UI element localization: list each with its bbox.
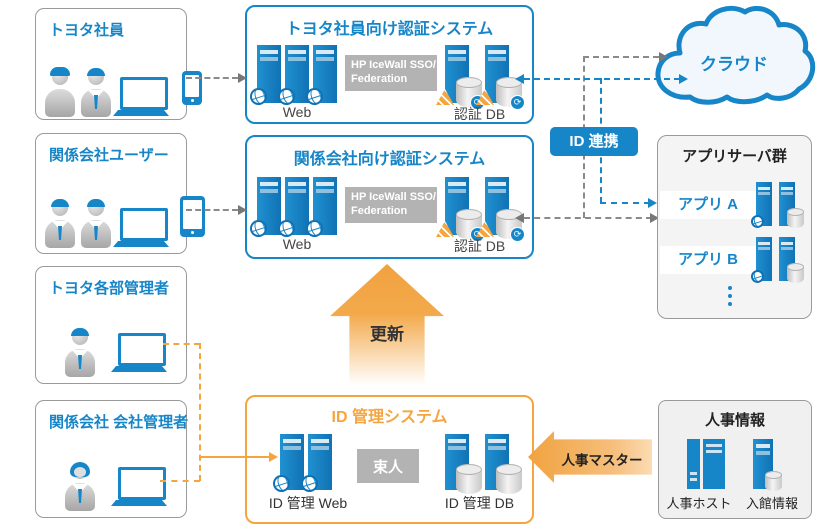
tablet-icon bbox=[180, 196, 205, 237]
hr-master-arrow-icon bbox=[528, 431, 652, 483]
auth-system-partner: 関係会社向け認証システム Web HP IceWall SSO/ Federat… bbox=[245, 135, 534, 259]
app-servers-panel: アプリサーバ群 アプリ A アプリ B bbox=[657, 135, 812, 319]
sso-middleware-chip: HP IceWall SSO/ Federation bbox=[345, 55, 437, 91]
actor-box-toyota-employees: トヨタ社員 bbox=[35, 8, 202, 120]
app-db-server-icon bbox=[779, 182, 804, 228]
actor-box-partner-users: 関係会社ユーザー bbox=[35, 133, 205, 254]
app-a-chip: アプリ A bbox=[660, 191, 756, 219]
flow-line-authdb-appservers-gray bbox=[524, 217, 652, 219]
web-label: Web bbox=[282, 104, 312, 120]
hr-host-label: 人事ホスト bbox=[666, 496, 732, 511]
globe-icon bbox=[270, 472, 293, 495]
actor-title: トヨタ社員 bbox=[49, 22, 125, 39]
actor-box-toyota-admins: トヨタ各部管理者 bbox=[35, 266, 187, 384]
flow-line-authdb-cloud-blue bbox=[524, 78, 680, 80]
arrow-right-icon bbox=[648, 198, 657, 208]
id-db-label: ID 管理 DB bbox=[444, 495, 515, 511]
id-middleware-chip: 束人 bbox=[357, 449, 419, 483]
web-server-icon bbox=[275, 45, 309, 108]
flow-line-admin-to-idweb bbox=[200, 456, 270, 458]
web-server-icon bbox=[303, 45, 337, 108]
flow-line-partners-to-auth bbox=[186, 209, 238, 211]
id-federation-badge: ID 連携 bbox=[550, 127, 638, 156]
laptop-icon bbox=[111, 333, 167, 372]
person-suit-icon bbox=[80, 67, 112, 117]
db-cylinder-icon bbox=[765, 471, 782, 491]
id-management-title: ID 管理システム bbox=[331, 409, 448, 426]
flow-line-to-appservers-blue bbox=[600, 202, 650, 204]
arrow-left-icon bbox=[515, 213, 524, 223]
flow-line-to-cloud-gray bbox=[583, 56, 659, 58]
entry-db-server-icon bbox=[753, 439, 782, 491]
person-suit-icon bbox=[80, 198, 112, 248]
actor-title: トヨタ各部管理者 bbox=[49, 280, 170, 297]
laptop-icon bbox=[113, 77, 169, 116]
actor-box-partner-admins: 関係会社 会社管理者 bbox=[35, 400, 189, 518]
actor-title: 関係会社ユーザー bbox=[49, 147, 169, 164]
laptop-icon bbox=[113, 208, 169, 247]
auth-system-toyota: トヨタ社員向け認証システム Web HP IceWall SSO/ Federa… bbox=[245, 5, 534, 124]
auth-db-server-icon bbox=[476, 45, 525, 110]
auth-db-server-icon bbox=[436, 45, 485, 110]
flow-line-partner-admin bbox=[160, 480, 200, 482]
flow-line-toyota-admin bbox=[163, 343, 200, 345]
hr-info-title: 人事情報 bbox=[704, 412, 765, 429]
arrow-right-icon bbox=[269, 452, 278, 462]
app-db-server-icon bbox=[779, 237, 804, 283]
cloud-icon bbox=[655, 6, 816, 105]
id-web-label: ID 管理 Web bbox=[268, 495, 348, 511]
auth-system-title: トヨタ社員向け認証システム bbox=[285, 21, 494, 38]
id-db-server-icon bbox=[445, 434, 482, 494]
hr-master-label: 人事マスター bbox=[561, 453, 643, 468]
phone-icon bbox=[182, 71, 202, 105]
person-suit-icon bbox=[44, 198, 76, 248]
person-worker-icon bbox=[44, 67, 76, 117]
db-cylinder-icon bbox=[496, 464, 522, 494]
arrow-right-icon bbox=[238, 205, 247, 215]
id-db-server-icon bbox=[485, 434, 522, 494]
ellipsis-icon bbox=[722, 282, 738, 310]
update-arrow-label: 更新 bbox=[370, 325, 404, 344]
db-cylinder-icon bbox=[456, 464, 482, 494]
app-servers-title: アプリサーバ群 bbox=[682, 148, 787, 165]
auth-system-title: 関係会社向け認証システム bbox=[293, 151, 486, 168]
actor-title: 関係会社 会社管理者 bbox=[49, 414, 189, 431]
auth-db-label: 認証 DB bbox=[453, 238, 506, 254]
db-cylinder-icon bbox=[787, 263, 804, 283]
cloud-label: クラウド bbox=[700, 55, 768, 74]
sync-icon bbox=[510, 95, 525, 110]
web-server-icon bbox=[247, 177, 281, 240]
entry-info-label: 入館情報 bbox=[745, 496, 798, 511]
laptop-icon bbox=[111, 467, 167, 506]
id-web-server-icon bbox=[298, 434, 332, 495]
web-server-icon bbox=[303, 177, 337, 240]
id-management-box: ID 管理システム ID 管理 Web 束人 ID 管理 DB bbox=[245, 395, 534, 524]
arrow-right-icon bbox=[238, 73, 247, 83]
hr-info-panel: 人事情報 人事ホスト 入館情報 bbox=[658, 400, 812, 519]
auth-db-label: 認証 DB bbox=[453, 106, 506, 122]
app-web-server-icon bbox=[749, 237, 772, 285]
warning-icon bbox=[436, 221, 454, 237]
sync-icon bbox=[510, 227, 525, 242]
web-server-icon bbox=[247, 45, 281, 108]
app-web-server-icon bbox=[749, 182, 772, 230]
auth-db-server-icon bbox=[436, 177, 485, 242]
arrow-left-icon bbox=[515, 74, 524, 84]
person-female-icon bbox=[64, 461, 96, 511]
arrow-right-icon bbox=[650, 213, 659, 223]
warning-icon bbox=[436, 89, 454, 105]
web-server-icon bbox=[275, 177, 309, 240]
arrow-right-icon bbox=[679, 74, 688, 84]
mainframe-icon bbox=[687, 439, 725, 489]
app-b-chip: アプリ B bbox=[660, 246, 756, 274]
flow-line-employees-to-auth bbox=[186, 77, 238, 79]
flow-line-admin-vertical bbox=[199, 343, 201, 481]
db-cylinder-icon bbox=[787, 208, 804, 228]
arrow-right-icon bbox=[659, 52, 668, 62]
web-label: Web bbox=[282, 236, 312, 252]
sso-middleware-chip: HP IceWall SSO/ Federation bbox=[345, 187, 437, 223]
person-suit-icon bbox=[64, 327, 96, 377]
auth-db-server-icon bbox=[476, 177, 525, 242]
